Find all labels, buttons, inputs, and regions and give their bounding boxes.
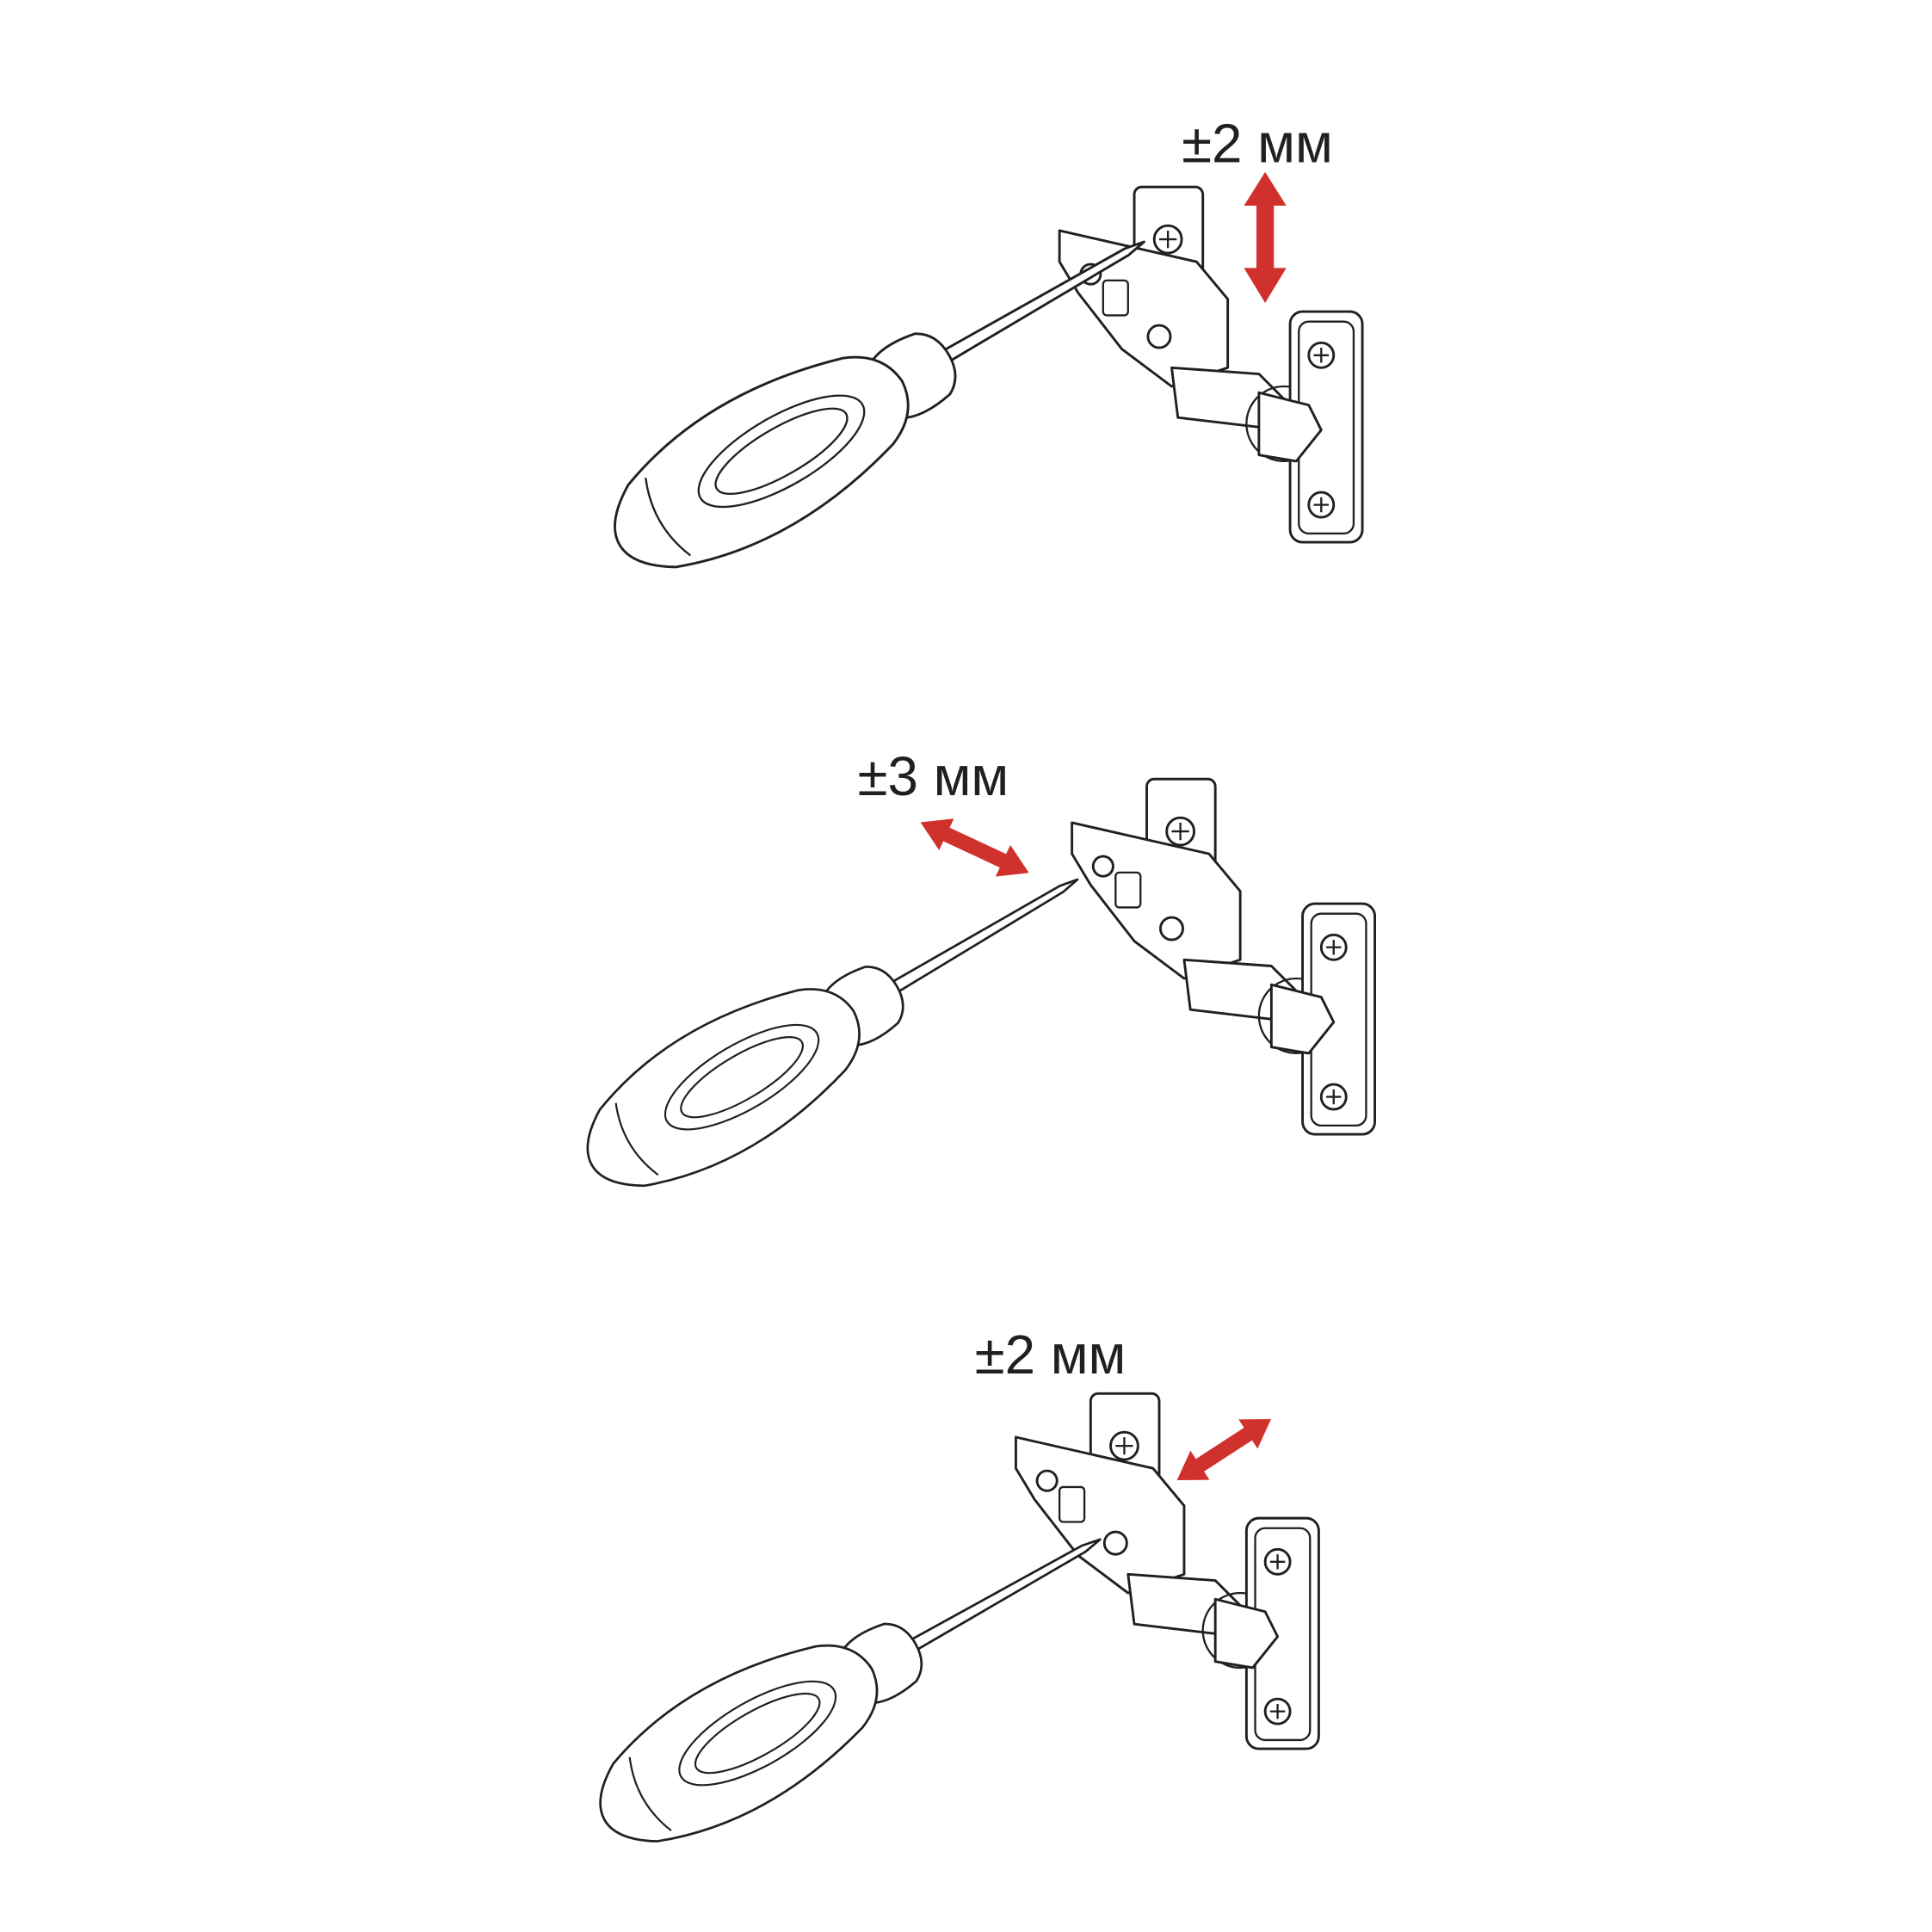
step-2-lateral-adjustment: ±3 мм (558, 745, 1377, 1223)
adjustment-label: ±3 мм (857, 745, 1009, 807)
screwdriver-illustration (558, 823, 1112, 1223)
hinge-illustration (1014, 1392, 1320, 1750)
hinge-illustration (1071, 777, 1377, 1136)
step-1-height-adjustment: ±2 мм (583, 112, 1364, 607)
hinge-illustration (1058, 185, 1364, 544)
diagonal-double-arrow-icon (920, 818, 1029, 877)
adjustment-label: ±2 мм (975, 1324, 1126, 1386)
screwdriver-illustration (571, 1481, 1133, 1878)
vertical-double-arrow-icon (1244, 171, 1287, 303)
step-3-depth-adjustment: ±2 мм (571, 1324, 1320, 1878)
diagonal-double-arrow-icon (1176, 1418, 1271, 1480)
adjustment-label: ±2 мм (1182, 112, 1333, 174)
